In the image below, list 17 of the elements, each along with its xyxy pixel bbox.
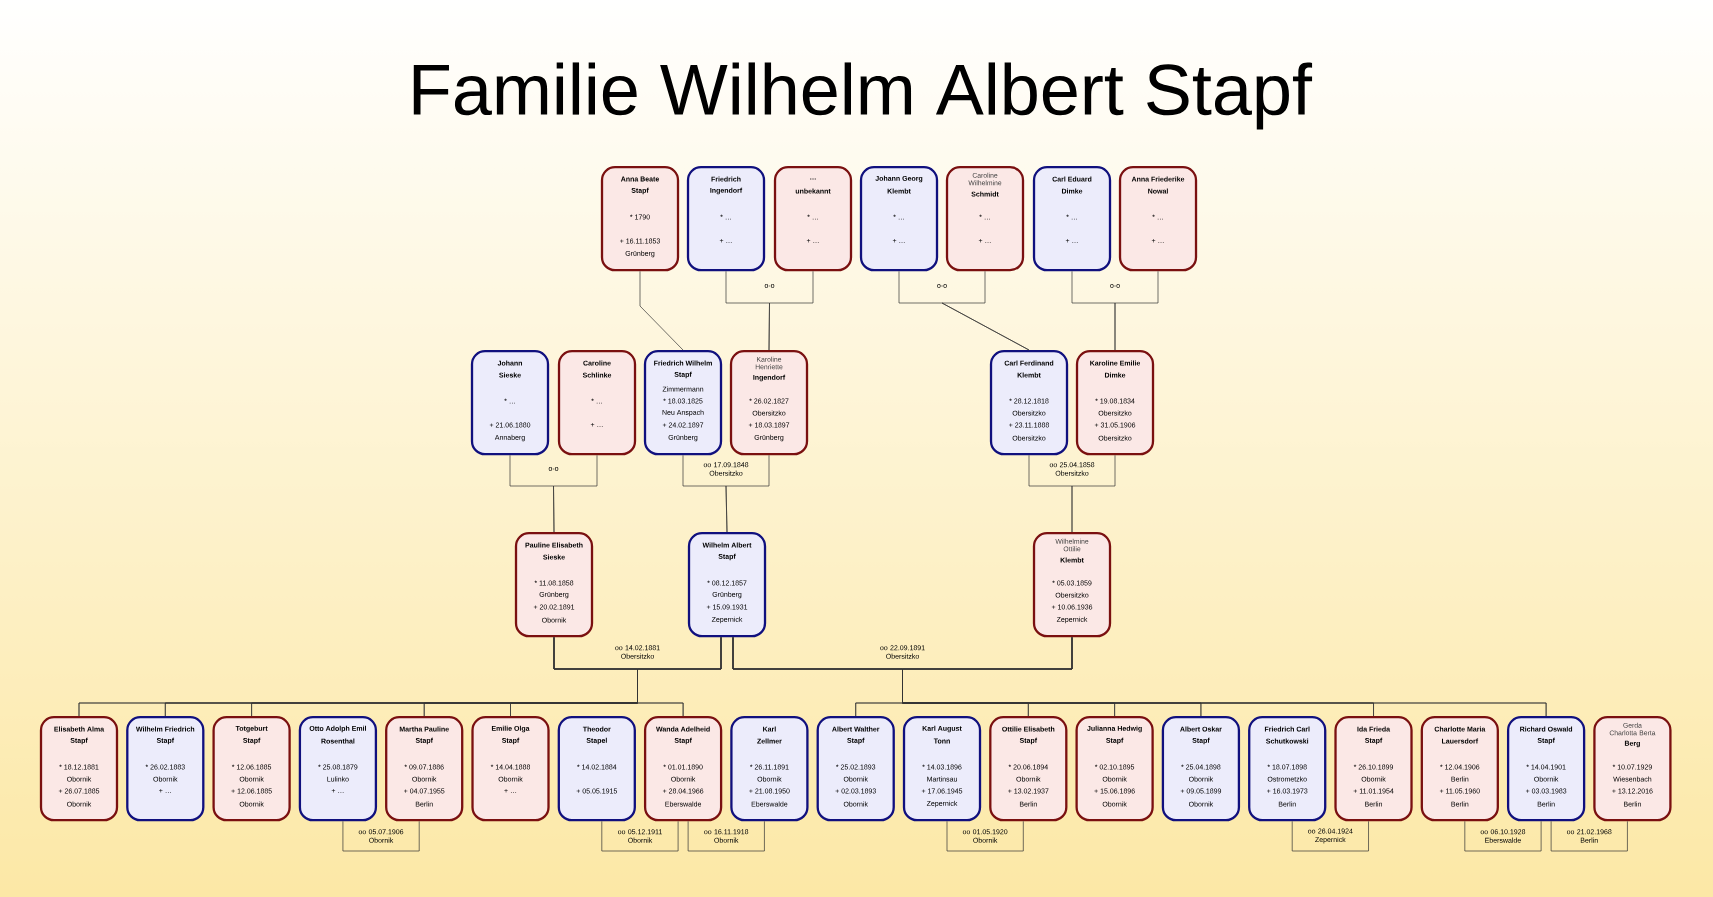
connector-line — [342, 820, 420, 852]
connector-line — [1114, 270, 1159, 351]
connector-line — [637, 636, 722, 717]
connector-line — [687, 820, 765, 852]
connector-line — [768, 270, 814, 351]
connector-line — [1550, 820, 1628, 852]
connector-line — [725, 454, 770, 533]
connector-line — [601, 820, 679, 852]
connector-line — [902, 636, 1547, 717]
connector-line — [1071, 454, 1116, 533]
connector-line — [941, 270, 1030, 351]
connector-line — [1464, 820, 1542, 852]
connector-line — [553, 454, 598, 533]
connector-line — [1291, 820, 1369, 852]
connector-line — [946, 820, 1024, 852]
title: Familie Wilhelm Albert Stapf — [413, 62, 1313, 130]
connector-line — [639, 270, 684, 351]
